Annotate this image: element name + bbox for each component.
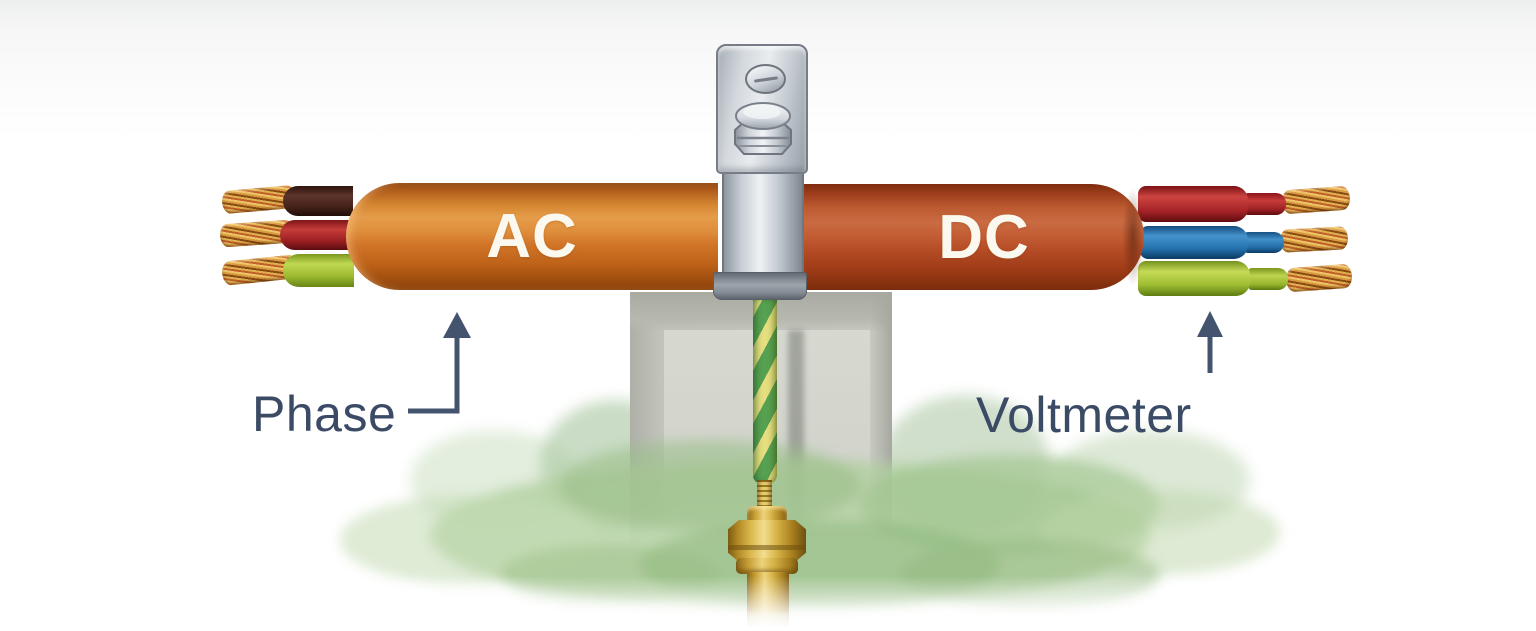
copper-strands-red-wire-right — [1281, 185, 1351, 215]
dc-cable: DC — [800, 184, 1144, 290]
threaded-rod — [757, 480, 772, 512]
brass-flange — [736, 558, 798, 574]
clamp-screw-icon — [745, 64, 786, 94]
copper-strands-blue-wire — [1279, 226, 1349, 253]
wire-red-right-tip — [1244, 193, 1286, 215]
bottom-fade — [0, 576, 1536, 631]
phase-label: Phase — [252, 386, 397, 442]
clamp-foot — [713, 272, 807, 300]
wire-red-right — [1138, 186, 1248, 222]
clamp-hex-bolt-icon — [734, 102, 792, 155]
wire-green-right — [1138, 261, 1250, 296]
wire-blue-right-tip — [1244, 232, 1284, 253]
wire-red-left — [280, 220, 352, 250]
copper-strands-green-wire-right — [1285, 263, 1353, 293]
phase-arrow-icon — [408, 312, 471, 414]
wire-green-right-tip — [1248, 268, 1288, 290]
wire-blue-right — [1140, 226, 1248, 259]
wire-brown-left — [283, 186, 353, 216]
wire-green-left — [283, 254, 354, 287]
ac-cable-label: AC — [486, 202, 578, 271]
ac-cable: AC — [346, 183, 718, 290]
ground-wire-striped — [753, 294, 777, 484]
voltmeter-arrow-icon — [1197, 311, 1223, 373]
voltmeter-label: Voltmeter — [976, 387, 1192, 443]
clamp-strap — [722, 170, 804, 284]
brass-hex-nut — [728, 520, 806, 562]
brass-connector-top — [747, 506, 787, 524]
dc-cable-label: DC — [938, 202, 1030, 272]
